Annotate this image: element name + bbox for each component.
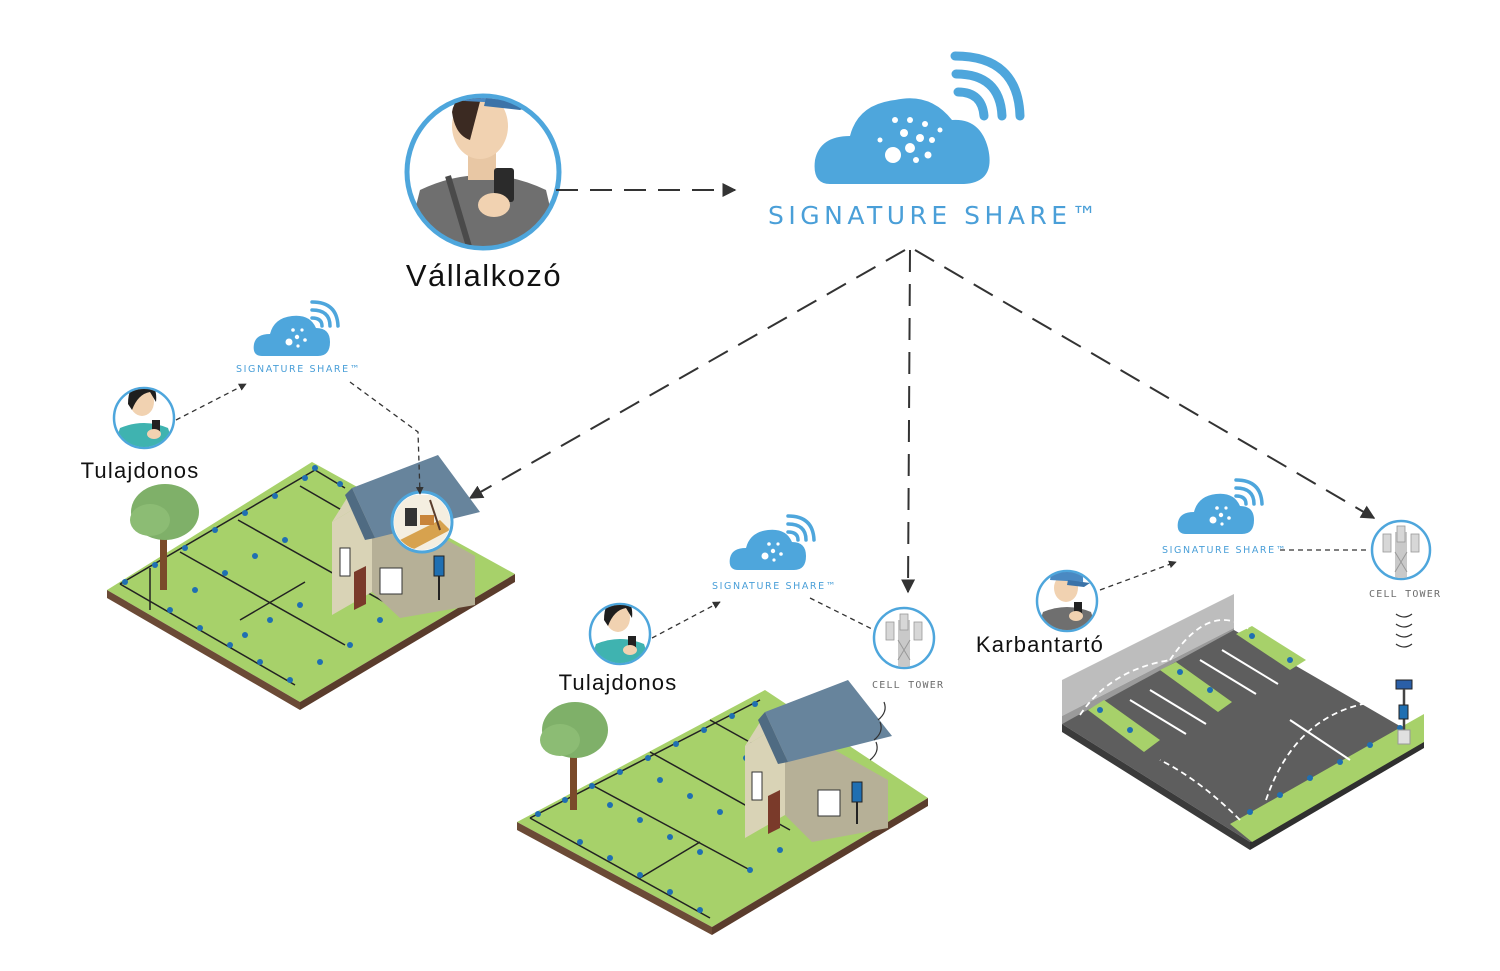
tree-icon	[130, 484, 199, 590]
owner-label-middle: Tulajdonos	[559, 670, 678, 695]
house-icon-middle	[745, 680, 892, 842]
cloud-icon-small-left	[253, 300, 340, 356]
maintainer-avatar	[1035, 569, 1099, 633]
arrow-cloud-to-house-left	[468, 249, 906, 499]
owner-avatar-left	[112, 386, 176, 450]
tower-label-right: CELL TOWER	[1369, 589, 1441, 600]
brand-name-small-right: SIGNATURE SHARE™	[1162, 545, 1287, 556]
parking-lot	[1062, 594, 1424, 850]
brand-name-small-left: SIGNATURE SHARE™	[236, 364, 361, 375]
cloud-icon-small-right	[1177, 478, 1264, 534]
arrow-cloud-to-tower-right	[914, 249, 1376, 519]
cloud-icon	[814, 98, 990, 184]
tower-label-middle: CELL TOWER	[872, 680, 944, 691]
owner-avatar-middle	[588, 602, 652, 666]
wifi-icon	[950, 51, 1025, 121]
cloud-icon-small-middle	[729, 514, 816, 570]
maintainer-label: Karbantartó	[976, 632, 1104, 657]
middle-small-arrows	[651, 597, 875, 639]
left-small-arrows	[175, 381, 424, 495]
tree-icon-middle	[540, 702, 608, 810]
brand-name-main: SIGNATURE SHARE™	[768, 201, 1101, 230]
arrow-cloud-to-tower-middle	[901, 249, 916, 594]
controller-inset	[390, 490, 454, 554]
cell-tower-icon-right	[1370, 519, 1432, 648]
main-arrows	[468, 183, 1376, 594]
cell-tower-icon-middle	[872, 606, 936, 670]
owner-label-left: Tulajdonos	[81, 458, 200, 483]
right-small-arrows	[1099, 549, 1370, 591]
contractor-avatar	[404, 93, 562, 251]
contractor-label: Vállalkozó	[406, 258, 562, 293]
brand-name-small-middle: SIGNATURE SHARE™	[712, 581, 837, 592]
